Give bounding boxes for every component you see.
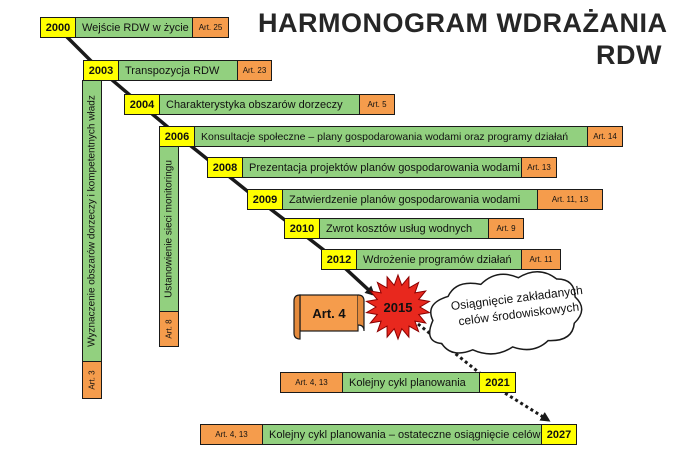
step-2006-article: Art. 14 xyxy=(587,126,623,147)
vertical-bar-river-basins-article: Art. 3 xyxy=(82,361,102,399)
step-2003-article: Art. 23 xyxy=(237,60,272,81)
step-2004-label: Charakterystyka obszarów dorzeczy xyxy=(159,94,360,115)
milestone-year: 2015 xyxy=(384,300,413,315)
cycle-2021-label: Kolejny cykl planowania xyxy=(342,372,480,393)
cycle-2027-article: Art. 4, 13 xyxy=(200,424,263,445)
step-2010-label: Zwrot kosztów usług wodnych xyxy=(319,218,489,239)
cycle-2021-year: 2021 xyxy=(479,372,516,393)
step-2009-label: Zatwierdzenie planów gospodarowania woda… xyxy=(282,189,538,210)
step-2010-year: 2010 xyxy=(284,218,320,239)
art4-label: Art. 4 xyxy=(312,306,346,321)
step-2000-label: Wejście RDW w życie xyxy=(75,17,193,38)
step-2008-label: Prezentacja projektów planów gospodarowa… xyxy=(242,157,522,178)
vertical-bar-monitoring-article: Art. 8 xyxy=(159,311,179,347)
art4-scroll-banner xyxy=(293,294,365,340)
step-2006-year: 2006 xyxy=(159,126,195,147)
goal-callout: Osiągnięcie zakładanychcelów środowiskow… xyxy=(428,271,584,355)
cycle-2027-label: Kolejny cykl planowania – ostateczne osi… xyxy=(262,424,542,445)
step-2008-year: 2008 xyxy=(207,157,243,178)
page-title-line2: RDW xyxy=(596,40,662,70)
step-2012-article: Art. 11 xyxy=(521,249,561,270)
cycle-2021-article: Art. 4, 13 xyxy=(280,372,343,393)
step-2004-article: Art. 5 xyxy=(359,94,395,115)
step-2010-article: Art. 9 xyxy=(488,218,524,239)
step-2009-year: 2009 xyxy=(247,189,283,210)
step-2008-article: Art. 13 xyxy=(521,157,557,178)
step-2003-label: Transpozycja RDW xyxy=(118,60,238,81)
milestone-star xyxy=(365,273,431,341)
step-2000-article: Art. 25 xyxy=(192,17,229,38)
step-2006-label: Konsultacje społeczne – plany gospodarow… xyxy=(194,126,588,147)
cycle-2027-year: 2027 xyxy=(541,424,577,445)
page-title: HARMONOGRAM WDRAŻANIA xyxy=(258,8,668,38)
step-2012-year: 2012 xyxy=(321,249,357,270)
step-2004-year: 2004 xyxy=(124,94,160,115)
step-2012-label: Wdrożenie programów działań xyxy=(356,249,522,270)
step-2009-article: Art. 11, 13 xyxy=(537,189,603,210)
